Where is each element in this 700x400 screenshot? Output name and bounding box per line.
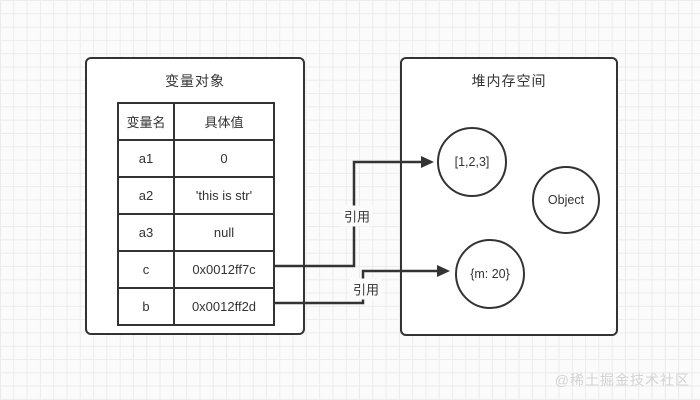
var-value-cell: null: [173, 213, 275, 252]
table-header-row: 变量名 具体值: [117, 102, 275, 141]
variable-object-title: 变量对象: [165, 73, 225, 89]
variable-object-box: 变量对象 变量名 具体值 a1 0 a2 'this is str' a3: [85, 57, 305, 335]
table-row: b 0x0012ff2d: [117, 287, 275, 326]
heap-memory-box: 堆内存空间 [1,2,3] Object {m: 20}: [400, 57, 618, 336]
variable-table: 变量名 具体值 a1 0 a2 'this is str' a3 null: [117, 102, 275, 326]
table-row: c 0x0012ff7c: [117, 250, 275, 289]
heap-node-array: [1,2,3]: [437, 127, 507, 197]
watermark: @稀土掘金技术社区: [554, 372, 690, 388]
var-name-cell: a2: [117, 176, 175, 215]
var-name-cell: a1: [117, 139, 175, 178]
heap-memory-title: 堆内存空间: [471, 73, 547, 89]
table-row: a1 0: [117, 139, 275, 178]
reference-label-2: 引用: [349, 278, 383, 300]
table-row: a2 'this is str': [117, 176, 275, 215]
var-value-cell: 'this is str': [173, 176, 275, 215]
heap-node-object: Object: [532, 166, 600, 234]
header-variable-name: 变量名: [117, 102, 175, 141]
heap-node-object-m: {m: 20}: [455, 239, 525, 309]
var-value-cell: 0x0012ff7c: [173, 250, 275, 289]
var-name-cell: b: [117, 287, 175, 326]
var-value-cell: 0x0012ff2d: [173, 287, 275, 326]
table-row: a3 null: [117, 213, 275, 252]
var-value-cell: 0: [173, 139, 275, 178]
header-variable-value: 具体值: [173, 102, 275, 141]
reference-label-1: 引用: [340, 205, 374, 227]
var-name-cell: a3: [117, 213, 175, 252]
var-name-cell: c: [117, 250, 175, 289]
